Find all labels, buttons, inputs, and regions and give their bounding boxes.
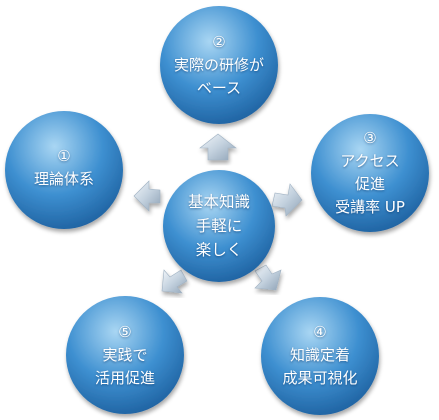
- arrow-icon: [199, 133, 237, 161]
- node-1-circle: [5, 111, 123, 229]
- node-2-circle: [160, 6, 278, 124]
- arrow-to-node-4: [254, 264, 282, 291]
- arrow-layer: [133, 133, 303, 294]
- node-3-circle: [311, 114, 429, 232]
- arrow-icon: [133, 180, 161, 212]
- center-circle: [163, 170, 275, 282]
- arrow-to-node-3: [271, 183, 303, 217]
- node-4-circle: [261, 297, 379, 415]
- arrow-to-node-5: [161, 269, 188, 294]
- arrow-icon: [271, 183, 303, 217]
- arrow-to-node-2: [199, 133, 237, 161]
- arrow-icon: [161, 269, 188, 294]
- arrow-to-node-1: [133, 180, 161, 212]
- node-5-circle: [66, 296, 184, 414]
- arrow-icon: [254, 264, 282, 291]
- circle-layer: [5, 6, 429, 415]
